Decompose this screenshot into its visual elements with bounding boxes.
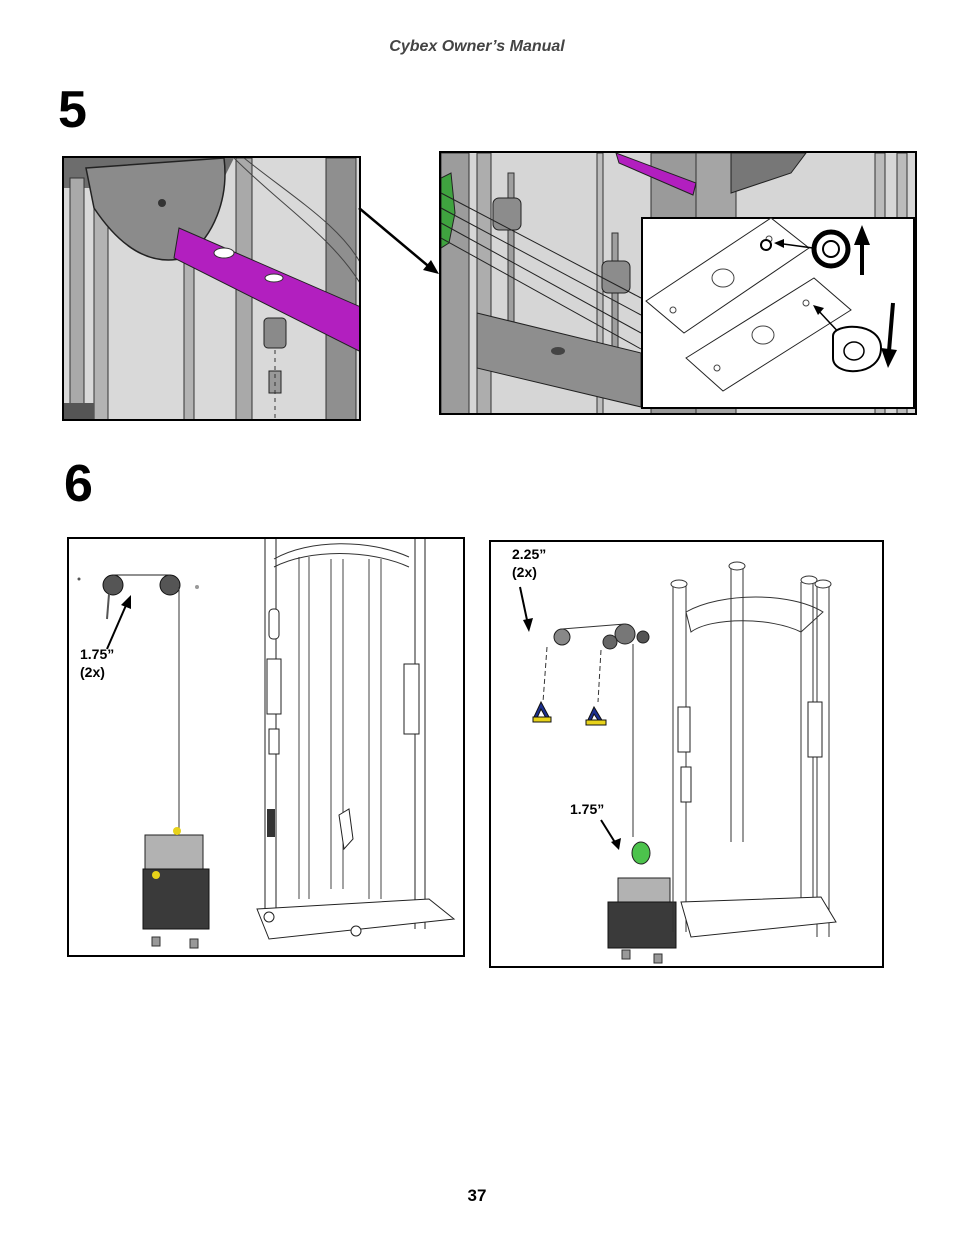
step6-left-dimension: 1.75” bbox=[80, 645, 114, 663]
tower-handles-drawing bbox=[491, 542, 882, 966]
step-number-6: 6 bbox=[64, 458, 93, 510]
step6-right-illustration: 2.25” (2x) 1.75” bbox=[489, 540, 884, 968]
step-number-5: 5 bbox=[58, 84, 87, 136]
weight-rails-drawing bbox=[441, 153, 917, 415]
step6-right-top-dimension: 2.25” bbox=[512, 545, 546, 563]
step6-right-bottom-dimension: 1.75” bbox=[570, 800, 604, 818]
frame-pulley-drawing bbox=[64, 158, 361, 421]
step6-left-quantity: (2x) bbox=[80, 663, 105, 681]
step5-right-illustration bbox=[439, 151, 917, 415]
step6-right-top-quantity: (2x) bbox=[512, 563, 537, 581]
connector-arrow bbox=[355, 200, 445, 280]
step5-left-illustration bbox=[62, 156, 361, 421]
tower-pulley-drawing bbox=[69, 539, 463, 955]
step6-left-illustration: 1.75” (2x) bbox=[67, 537, 465, 957]
page-number: 37 bbox=[0, 1186, 954, 1206]
manual-header-title: Cybex Owner’s Manual bbox=[0, 38, 954, 56]
